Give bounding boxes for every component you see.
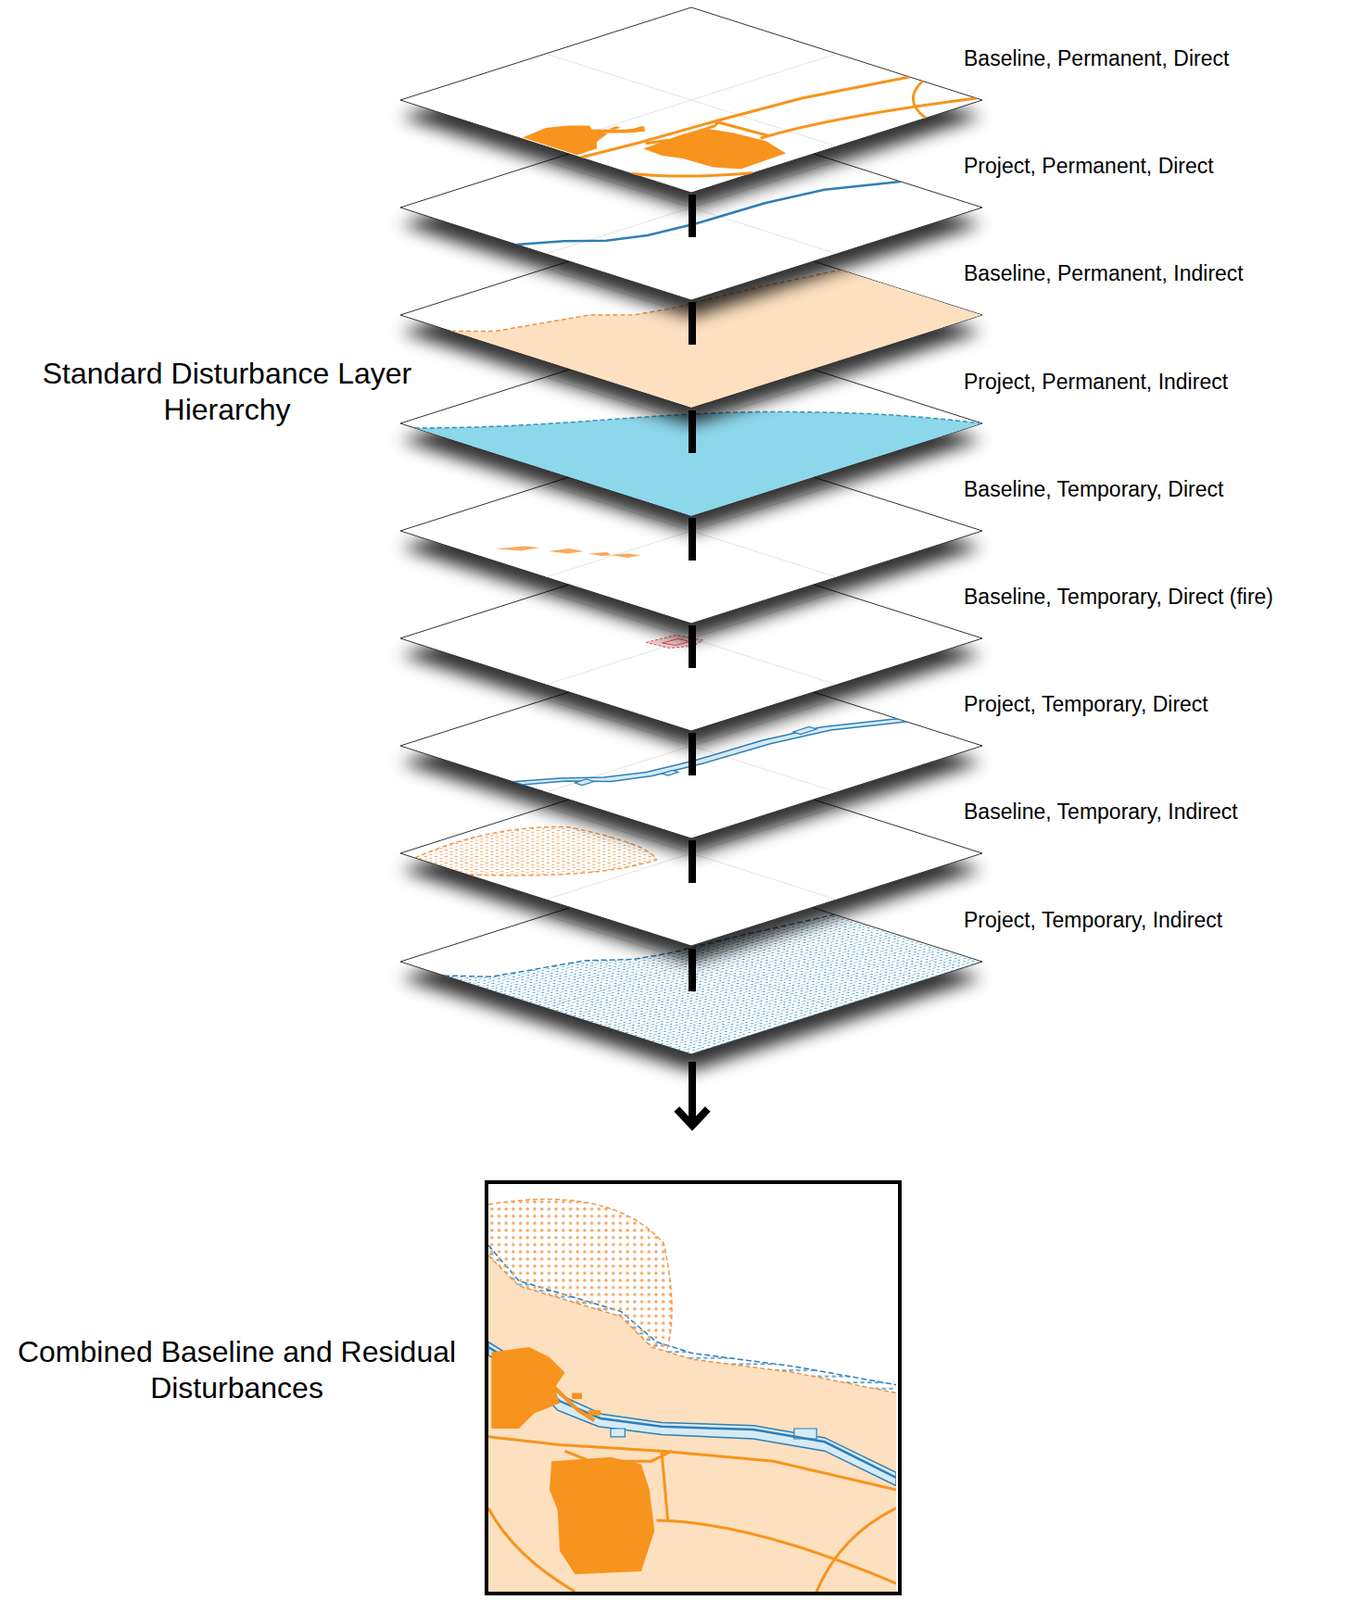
svg-rect: [486, 1182, 900, 1594]
svg-use: [488, 1245, 897, 1593]
label-holder: Combined Baseline and Residual Disturban…: [7, 1334, 467, 1407]
section-title: Combined Baseline and Residual Disturban…: [7, 1334, 467, 1407]
svg-use: [494, 529, 641, 576]
layer-label: Baseline, Temporary, Direct: [963, 476, 1358, 503]
svg-use: [488, 1347, 897, 1593]
svg-g: [400, 7, 983, 193]
label-holder: Baseline, Permanent, Indirect: [963, 260, 1358, 287]
svg-use: [517, 44, 983, 193]
label-holder: Standard Disturbance Layer Hierarchy: [23, 355, 431, 429]
layer-label: Baseline, Permanent, Indirect: [963, 260, 1358, 287]
label-holder: Baseline, Permanent, Direct: [963, 45, 1358, 72]
label-holder: Project, Permanent, Direct: [963, 152, 1358, 179]
svg-polygon: [400, 7, 983, 193]
connector-bar: [688, 1061, 696, 1124]
svg-use: [488, 1255, 897, 1593]
arrow-head: [679, 1112, 706, 1126]
layer-label: Project, Permanent, Direct: [963, 152, 1358, 179]
label-holder: Baseline, Temporary, Direct: [963, 476, 1358, 503]
svg-g: [400, 7, 983, 193]
svg-g: [488, 1199, 897, 1593]
svg-g: [488, 1199, 897, 1593]
layer-plane: [400, 7, 983, 210]
layer-label: Baseline, Temporary, Direct (fire): [963, 583, 1358, 610]
label-holder: Project, Temporary, Direct: [963, 691, 1358, 718]
layer-label: Baseline, Permanent, Direct: [963, 45, 1358, 72]
svg-rect: [486, 1182, 900, 1594]
label-holder: Baseline, Temporary, Direct (fire): [963, 583, 1358, 610]
layer-label: Project, Temporary, Direct: [963, 691, 1358, 718]
label-holder: Baseline, Temporary, Indirect: [963, 798, 1358, 825]
layer-label: Project, Temporary, Indirect: [963, 907, 1358, 934]
layer-label: Project, Permanent, Indirect: [963, 368, 1358, 395]
label-holder: Project, Temporary, Indirect: [963, 907, 1358, 934]
section-title: Standard Disturbance Layer Hierarchy: [23, 355, 431, 429]
label-holder: Project, Permanent, Indirect: [963, 368, 1358, 395]
combined-map: [486, 1182, 900, 1594]
svg-use: [400, 7, 983, 193]
layer-label: Baseline, Temporary, Indirect: [963, 798, 1358, 825]
